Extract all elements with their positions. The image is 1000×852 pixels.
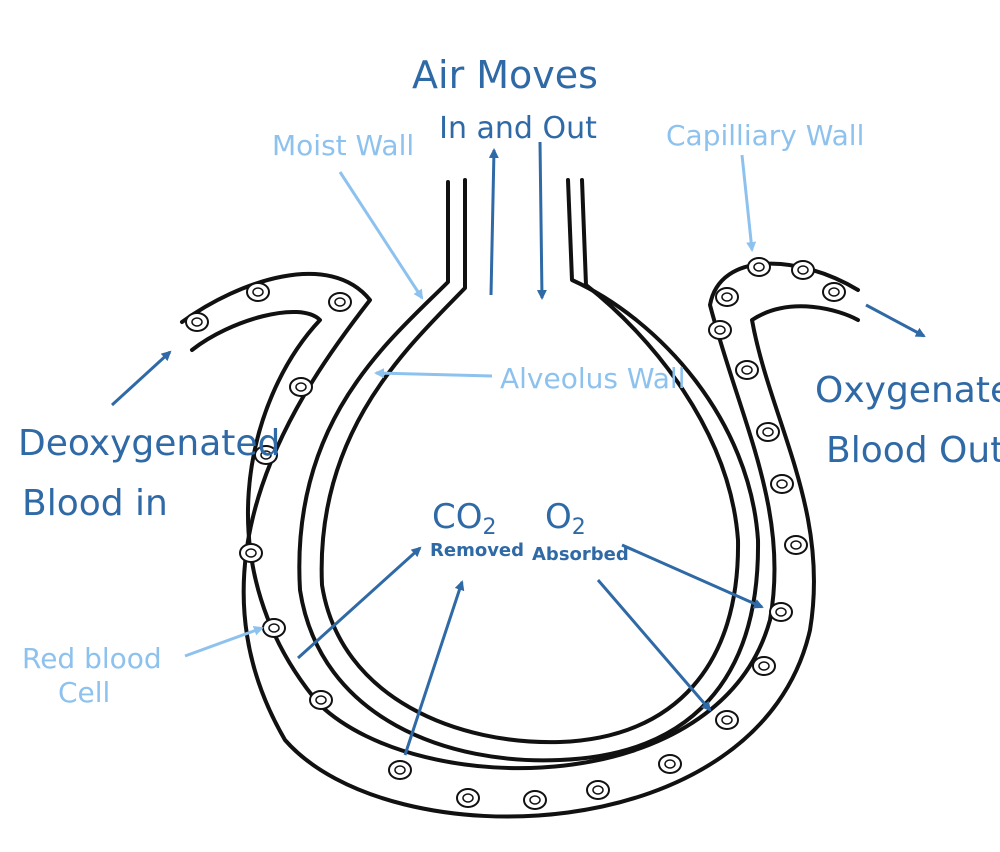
capillary-outer-wall — [180, 271, 860, 819]
alveolus-wall-label: Alveolus Wall — [500, 362, 686, 395]
capillary-inner-wall — [190, 261, 860, 770]
co2-label: CO2 — [432, 497, 497, 540]
blood-out-label: Blood Out — [826, 430, 1000, 471]
red-blood-cell — [185, 312, 209, 332]
blood-in-label: Blood in — [22, 483, 168, 524]
red-blood-cell — [735, 360, 759, 380]
red-blood-cell — [309, 690, 333, 710]
red-blood-cell — [246, 282, 270, 302]
absorbed-label: Absorbed — [532, 544, 629, 565]
o2-label: O2 — [545, 497, 586, 540]
red-blood-cell-pointer — [184, 626, 264, 658]
moist-wall-pointer — [338, 171, 424, 300]
air-moves-label: Air Moves — [412, 53, 598, 97]
red-blood-cell — [254, 445, 278, 465]
red-blood-cell — [784, 535, 808, 555]
red-blood-cell — [715, 287, 739, 307]
cell-label: Cell — [58, 676, 110, 709]
red-blood-cell — [262, 618, 286, 638]
red-blood-cell — [658, 754, 682, 774]
blood-in-arrow — [110, 350, 172, 407]
air-out-arrow — [488, 148, 499, 296]
alveolus — [297, 178, 761, 763]
red-blood-cell — [523, 790, 547, 810]
capillary-wall-pointer — [740, 154, 757, 252]
red-blood-cell — [756, 422, 780, 442]
red-blood-cell — [456, 788, 480, 808]
deoxygenated-label: Deoxygenated — [18, 423, 280, 464]
red-blood-cell — [747, 257, 771, 277]
red-blood-cell — [770, 474, 794, 494]
moist-wall-label: Moist Wall — [272, 129, 414, 162]
air-in-arrow — [536, 141, 547, 300]
capillary-wall-label: Capilliary Wall — [666, 119, 864, 152]
red-blood-cell — [769, 602, 793, 622]
alveolus-inner-wall — [319, 178, 741, 745]
red-blood-cell — [289, 377, 313, 397]
red-blood-label: Red blood — [22, 642, 162, 675]
co2-arrow-1 — [296, 546, 422, 660]
alveolus-outer-wall — [297, 178, 761, 763]
o2-arrow-1 — [621, 543, 764, 609]
removed-label: Removed — [430, 540, 524, 561]
o2-arrow-2 — [596, 579, 712, 712]
oxygenated-label: Oxygenated — [815, 370, 1000, 411]
red-blood-cell — [328, 292, 352, 312]
red-blood-cell — [822, 282, 846, 302]
red-blood-cell — [708, 320, 732, 340]
red-blood-cell — [388, 760, 412, 780]
red-blood-cells — [185, 257, 846, 810]
red-blood-cell — [791, 260, 815, 280]
red-blood-cell — [715, 710, 739, 730]
red-blood-cell — [239, 543, 263, 563]
co2-arrow-2 — [403, 580, 465, 756]
blood-out-arrow — [865, 303, 926, 338]
alveolus-wall-pointer — [374, 368, 493, 379]
in-and-out-label: In and Out — [439, 111, 597, 146]
capillary-vessel — [180, 261, 860, 819]
red-blood-cell — [586, 780, 610, 800]
red-blood-cell — [752, 656, 776, 676]
